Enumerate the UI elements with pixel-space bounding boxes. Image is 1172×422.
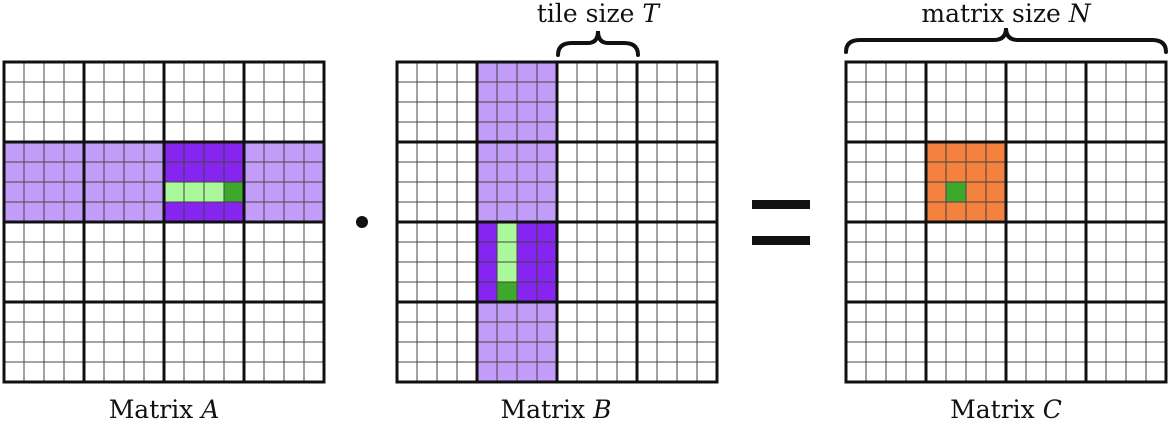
result-cell — [946, 182, 966, 202]
active-cell — [224, 182, 244, 202]
matrix-size-label: matrix size N — [921, 0, 1091, 28]
tile-size-brace — [556, 30, 640, 57]
matrix-b-label: Matrix B — [501, 395, 612, 422]
tile-size-label: tile size T — [537, 0, 662, 28]
matrix-c — [844, 60, 1168, 384]
matrix-c-label: Matrix C — [950, 395, 1062, 422]
column-strip — [497, 222, 517, 282]
matrix-size-brace — [844, 27, 1168, 54]
equals-sign — [752, 200, 810, 245]
matrix-b — [395, 60, 719, 384]
row-strip — [164, 182, 224, 202]
multiply-dot — [356, 216, 368, 228]
matrix-a-label: Matrix A — [109, 395, 220, 422]
active-cell — [497, 282, 517, 302]
matrix-a — [2, 60, 326, 384]
